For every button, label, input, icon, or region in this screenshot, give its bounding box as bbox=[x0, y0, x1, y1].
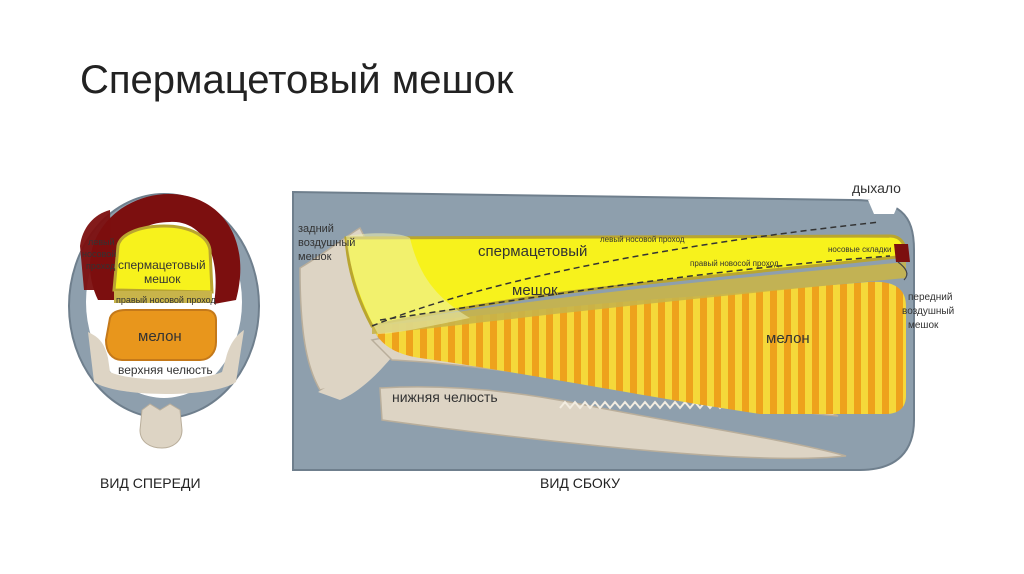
front-spermaceti-label-2: мешок bbox=[144, 272, 181, 286]
slide-title: Спермацетовый мешок bbox=[80, 58, 514, 102]
blowhole-opening bbox=[868, 200, 900, 214]
side-view: дыхало задний воздушный мешок спермацето… bbox=[292, 180, 954, 491]
side-rear-sac-label-3: мешок bbox=[298, 251, 332, 263]
side-right-nasal-passage bbox=[379, 255, 891, 321]
front-left-nasal-label-2: носовой bbox=[82, 249, 116, 259]
front-melon bbox=[104, 309, 217, 361]
front-left-nasal-area bbox=[80, 210, 112, 290]
front-upper-jaw bbox=[88, 330, 244, 394]
side-melon-label: мелон bbox=[766, 330, 810, 347]
side-left-nasal-passage bbox=[371, 221, 881, 327]
front-junk-layer bbox=[114, 291, 212, 303]
side-casing-layer bbox=[372, 262, 906, 334]
side-skull-base bbox=[318, 344, 396, 400]
front-muscle-red bbox=[89, 193, 241, 304]
side-front-sac-label-2: воздушный bbox=[902, 306, 954, 317]
front-upper-jaw-label: верхняя челюсть bbox=[118, 363, 213, 377]
side-lower-jaw-label: нижняя челюсть bbox=[392, 389, 498, 405]
side-blowhole-label: дыхало bbox=[852, 180, 901, 196]
front-view-caption: ВИД СПЕРЕДИ bbox=[100, 475, 201, 491]
side-nasal-folds-label: носовые складки bbox=[828, 245, 891, 254]
side-rear-sac-label-1: задний bbox=[298, 223, 334, 235]
front-view: левый носовой проход спермацетовый мешок… bbox=[68, 193, 260, 491]
front-melon-label: мелон bbox=[138, 328, 182, 345]
front-spermaceti-sac bbox=[112, 224, 214, 294]
front-right-nasal-label: правый носовой проход bbox=[116, 295, 216, 305]
side-spermaceti-label-1: спермацетовый bbox=[478, 243, 587, 260]
front-lower-jaw bbox=[139, 403, 183, 449]
side-nasal-folds bbox=[894, 244, 910, 262]
side-front-sac-label-3: мешок bbox=[908, 320, 939, 331]
side-rear-air-sac bbox=[346, 233, 470, 334]
side-front-sac-label-1: передний bbox=[908, 292, 952, 303]
front-spermaceti-label-1: спермацетовый bbox=[118, 258, 206, 272]
side-front-sac-pointer bbox=[897, 261, 908, 281]
side-lower-jaw bbox=[379, 386, 847, 460]
front-left-nasal-label-1: левый bbox=[88, 237, 115, 247]
side-right-nasal-label: правый новосой проход bbox=[690, 259, 779, 268]
side-rear-sac-label-2: воздушный bbox=[298, 237, 355, 249]
side-spermaceti-label-2: мешок bbox=[512, 282, 558, 299]
side-view-caption: ВИД СБОКУ bbox=[540, 475, 620, 491]
front-left-nasal-label-3: проход bbox=[86, 261, 116, 271]
side-left-nasal-label: левый носовой проход bbox=[600, 235, 685, 244]
